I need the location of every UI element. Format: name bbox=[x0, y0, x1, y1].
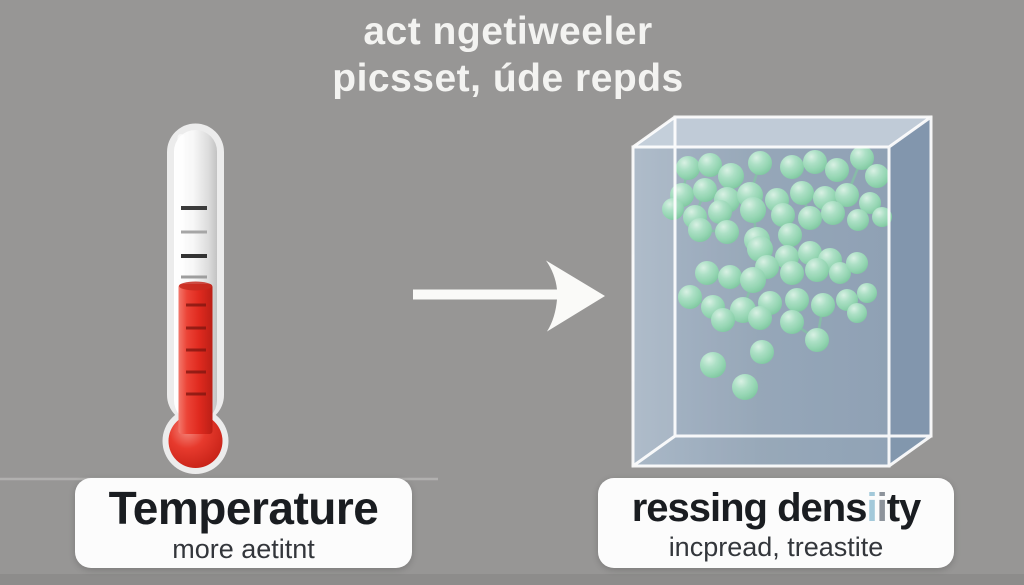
top-caption-line1: act ngetiweeler bbox=[363, 10, 653, 53]
molecule-sphere bbox=[715, 220, 739, 244]
molecule-sphere bbox=[811, 293, 835, 317]
molecule-sphere bbox=[740, 267, 766, 293]
right-arrow-icon bbox=[413, 260, 605, 332]
molecule-sphere bbox=[748, 151, 772, 175]
molecule-sphere bbox=[748, 306, 772, 330]
molecule-sphere bbox=[698, 153, 722, 177]
molecule-sphere bbox=[859, 192, 881, 214]
top-caption: act ngetiweeler picsset, úde repds bbox=[0, 8, 1016, 102]
molecule-sphere bbox=[847, 303, 867, 323]
molecule-sphere bbox=[785, 288, 809, 312]
molecule-sphere bbox=[750, 340, 774, 364]
molecules bbox=[662, 146, 892, 400]
molecule-sphere bbox=[825, 158, 849, 182]
molecule-sphere bbox=[865, 164, 889, 188]
molecule-container-box bbox=[631, 115, 933, 468]
molecule-sphere bbox=[711, 308, 735, 332]
bottom-strip bbox=[0, 574, 1024, 585]
temperature-label-card: Temperature more aetitnt bbox=[75, 478, 412, 568]
molecule-sphere bbox=[718, 163, 744, 189]
molecule-sphere bbox=[695, 261, 719, 285]
molecule-sphere bbox=[771, 203, 795, 227]
density-label-card: ressing densiity incpread, treastite bbox=[598, 478, 954, 568]
molecule-sphere bbox=[678, 285, 702, 309]
molecule-sphere bbox=[805, 258, 829, 282]
density-title-part: ty bbox=[886, 485, 922, 530]
thermometer-meniscus bbox=[179, 281, 212, 291]
molecule-sphere bbox=[740, 197, 766, 223]
molecule-sphere bbox=[688, 218, 712, 242]
temperature-subtitle: more aetitnt bbox=[172, 533, 315, 564]
molecule-sphere bbox=[693, 178, 717, 202]
molecule-sphere bbox=[662, 198, 684, 220]
molecule-sphere bbox=[835, 183, 859, 207]
molecule-sphere bbox=[803, 150, 827, 174]
density-title-part: i bbox=[876, 485, 888, 530]
box-edges bbox=[631, 115, 933, 468]
thermometer bbox=[162, 123, 229, 474]
molecule-sphere bbox=[732, 374, 758, 400]
molecule-sphere bbox=[778, 223, 802, 247]
molecule-sphere bbox=[857, 283, 877, 303]
density-title: ressing densiity bbox=[631, 485, 922, 531]
box-front-glaze bbox=[633, 147, 889, 466]
molecule-sphere bbox=[850, 146, 874, 170]
molecule-sphere bbox=[780, 310, 804, 334]
temperature-title: Temperature bbox=[108, 481, 379, 534]
box-top-face bbox=[633, 117, 931, 147]
density-title-part: ressing dens bbox=[631, 485, 868, 530]
molecule-sphere bbox=[847, 209, 869, 231]
molecule-sphere bbox=[805, 328, 829, 352]
box-right-face bbox=[889, 117, 931, 466]
molecule-sphere bbox=[798, 206, 822, 230]
molecule-sphere bbox=[676, 156, 700, 180]
molecule-sphere bbox=[790, 181, 814, 205]
molecule-sphere bbox=[846, 252, 868, 274]
molecule-sphere bbox=[708, 200, 732, 224]
molecule-sphere bbox=[780, 261, 804, 285]
density-subtitle: incpread, treastite bbox=[668, 531, 884, 562]
molecule-sphere bbox=[821, 201, 845, 225]
thermometer-scale-upper bbox=[181, 206, 207, 279]
molecule-sphere bbox=[700, 352, 726, 378]
top-caption-line2: picsset, úde repds bbox=[332, 57, 684, 100]
thermometer-red-column bbox=[178, 284, 213, 434]
molecule-sphere bbox=[780, 155, 804, 179]
thermometer-scale-lower bbox=[186, 303, 206, 396]
molecule-sphere bbox=[872, 207, 892, 227]
molecule-sphere bbox=[718, 265, 742, 289]
density-title-part: i bbox=[866, 485, 877, 530]
molecule-sphere bbox=[829, 262, 851, 284]
